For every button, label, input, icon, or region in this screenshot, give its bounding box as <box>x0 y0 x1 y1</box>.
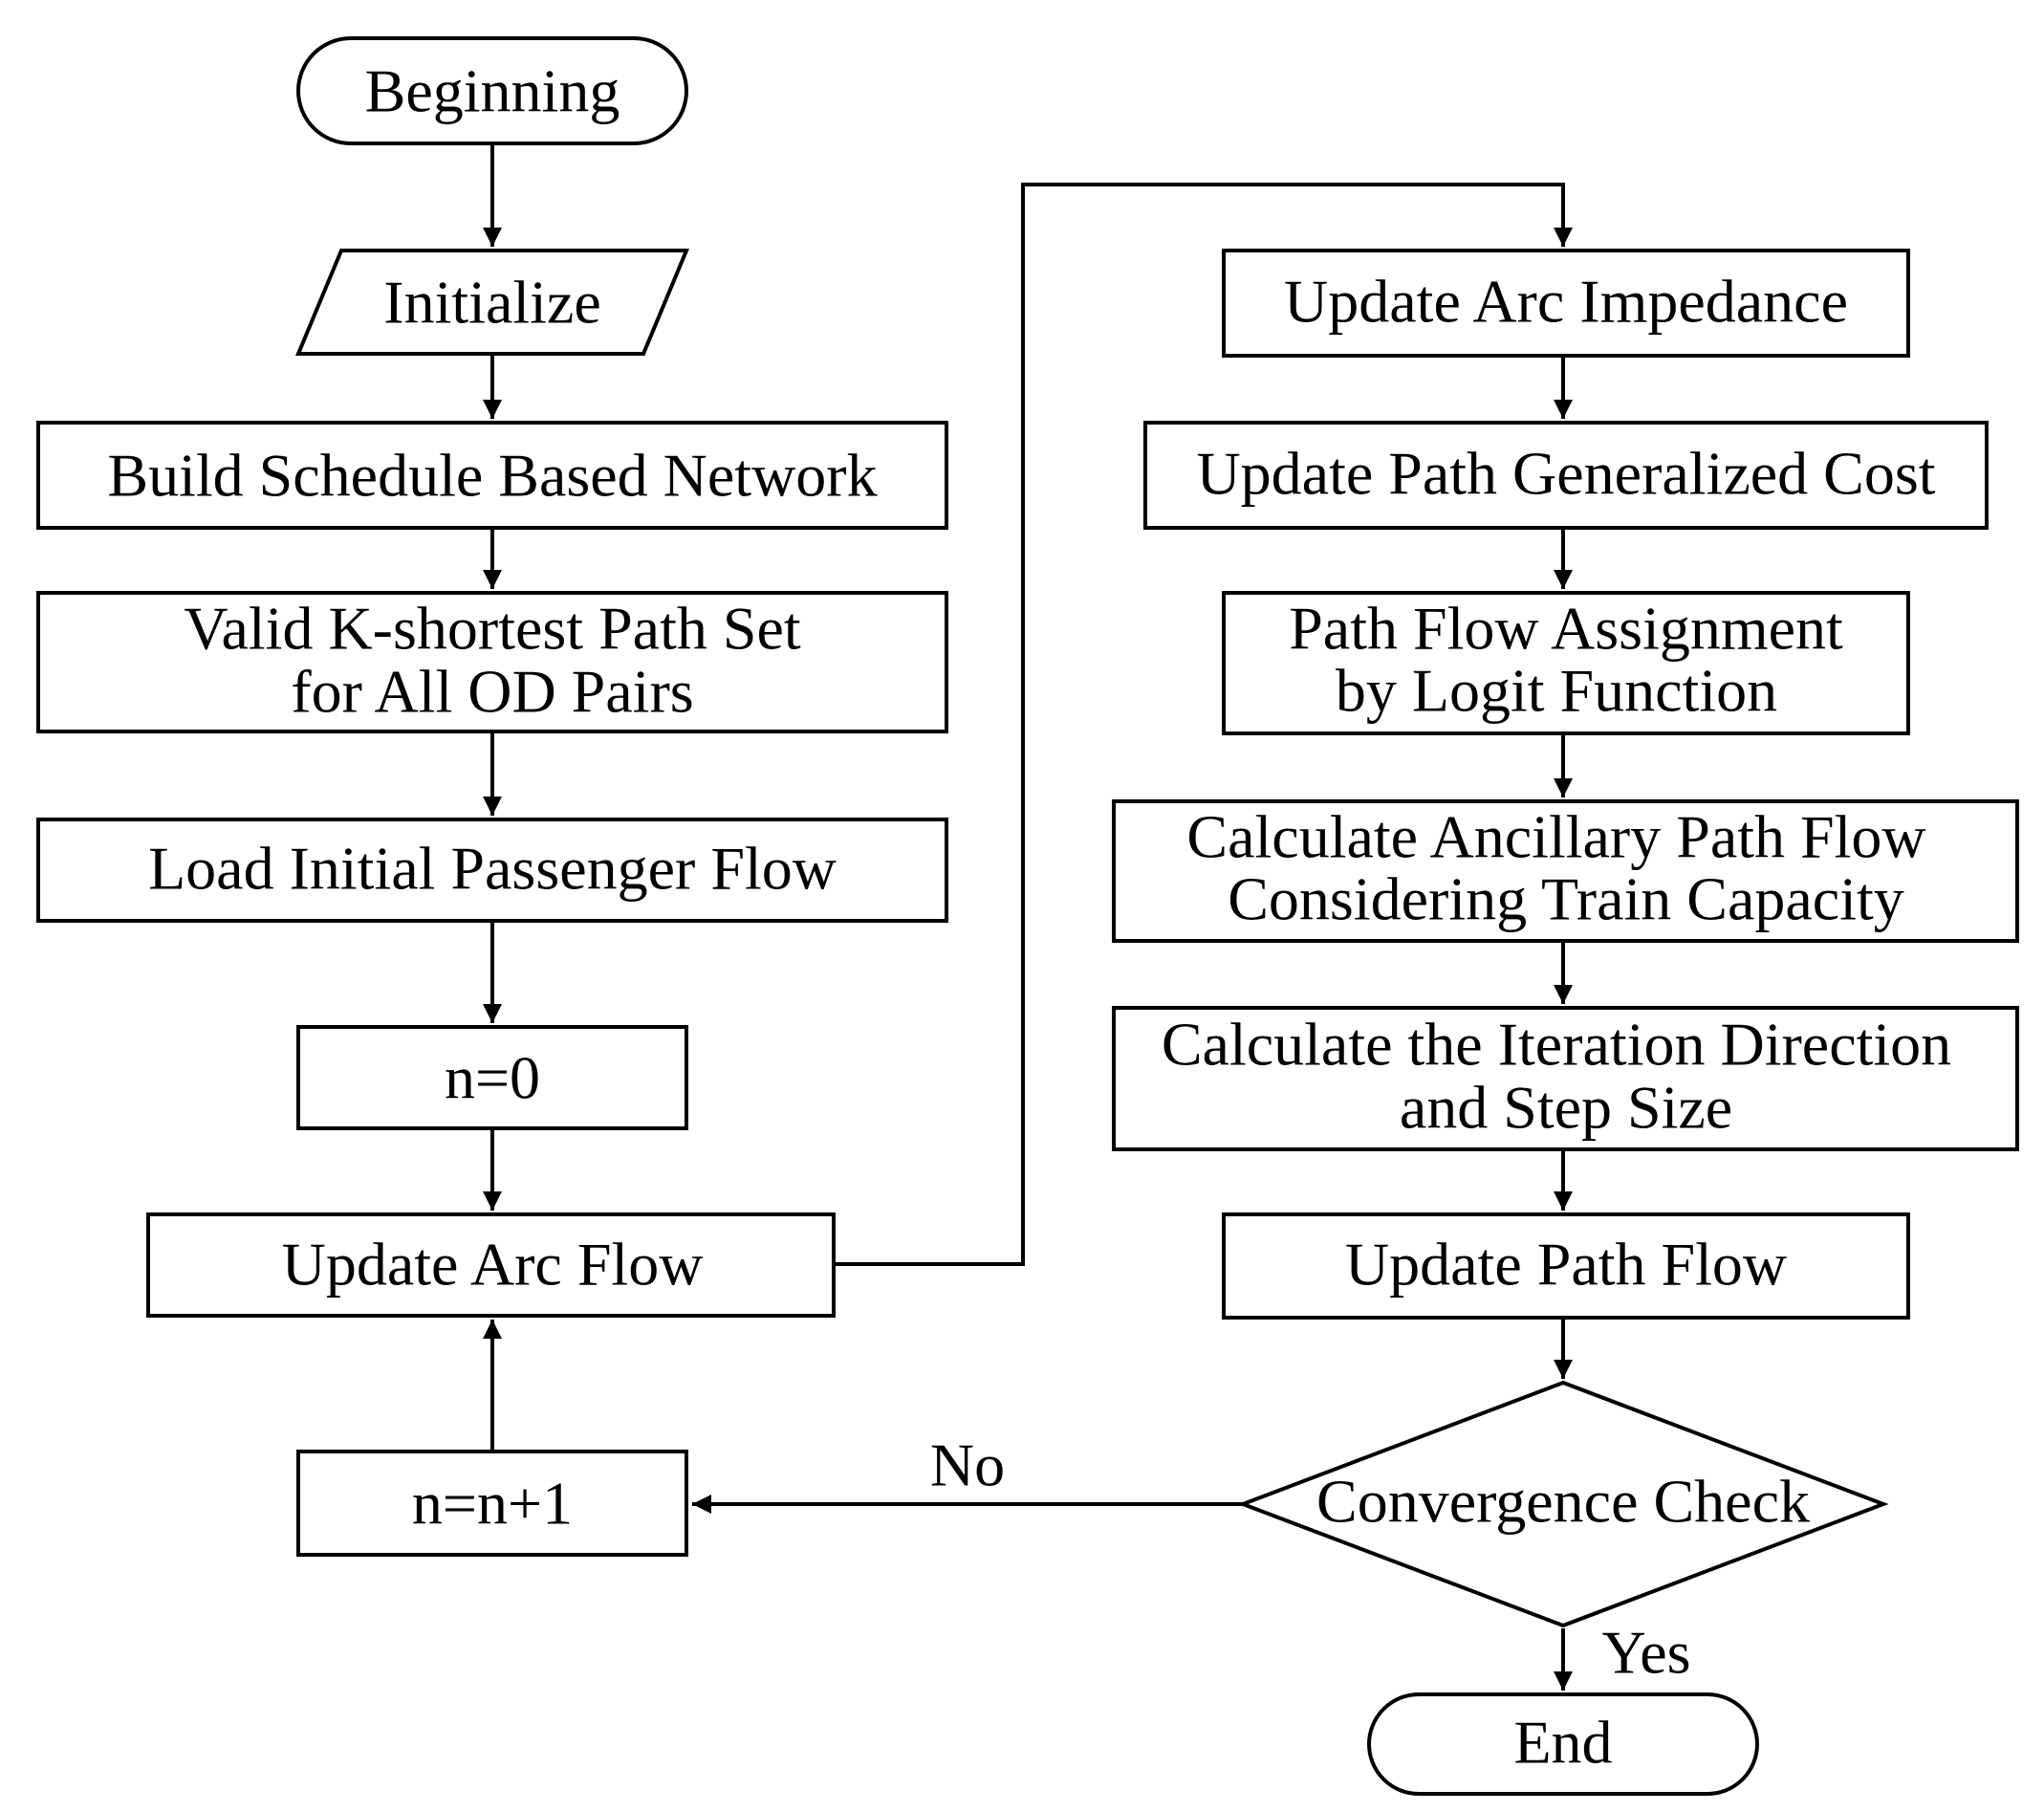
node-update-arc-flow: Update Arc Flow <box>146 1212 836 1318</box>
node-convergence-check: Convergence Check <box>1237 1380 1889 1628</box>
convergence-check-label: Convergence Check <box>1316 1468 1810 1536</box>
node-load-flow: Load Initial Passenger Flow <box>36 818 948 923</box>
node-ancillary-flow: Calculate Ancillary Path Flow Considerin… <box>1112 799 2019 943</box>
node-update-path-flow: Update Path Flow <box>1222 1212 1910 1320</box>
beginning-label: Beginning <box>365 57 620 125</box>
node-logit-assignment: Path Flow Assignment by Logit Function <box>1222 591 1910 735</box>
logit-assignment-label-line1: Path Flow Assignment <box>1289 595 1843 663</box>
load-flow-label: Load Initial Passenger Flow <box>148 835 837 903</box>
node-update-path-cost: Update Path Generalized Cost <box>1143 421 1989 530</box>
ancillary-flow-label-line1: Calculate Ancillary Path Flow <box>1186 803 1925 871</box>
logit-assignment-label-line2: by Logit Function <box>1336 657 1777 725</box>
node-update-arc-impedance: Update Arc Impedance <box>1222 249 1910 358</box>
edge-label-no: No <box>930 1431 1005 1499</box>
update-path-cost-label: Update Path Generalized Cost <box>1196 440 1935 508</box>
node-build-network: Build Schedule Based Network <box>36 421 948 530</box>
node-beginning: Beginning <box>296 36 688 145</box>
edge-arcflow-impedance <box>834 183 1573 1266</box>
connectors <box>483 143 1573 1691</box>
update-arc-impedance-label: Update Arc Impedance <box>1284 268 1848 336</box>
node-n-increment: n=n+1 <box>296 1450 688 1557</box>
iteration-direction-label-line1: Calculate the Iteration Direction <box>1162 1011 1951 1079</box>
n-zero-label: n=0 <box>445 1044 540 1112</box>
node-n-zero: n=0 <box>296 1025 688 1130</box>
end-label: End <box>1513 1709 1612 1777</box>
build-network-label: Build Schedule Based Network <box>107 442 877 510</box>
node-k-shortest: Valid K-shortest Path Set for All OD Pai… <box>36 591 948 733</box>
node-iteration-direction: Calculate the Iteration Direction and St… <box>1112 1006 2019 1151</box>
update-arc-flow-label: Update Arc Flow <box>282 1231 704 1299</box>
node-initialize: Initialize <box>295 249 689 356</box>
k-shortest-label-line1: Valid K-shortest Path Set <box>184 595 801 663</box>
k-shortest-label-line2: for All OD Pairs <box>291 658 693 726</box>
edge-label-yes: Yes <box>1601 1619 1690 1687</box>
update-path-flow-label: Update Path Flow <box>1345 1231 1787 1299</box>
iteration-direction-label-line2: and Step Size <box>1400 1074 1732 1142</box>
n-increment-label: n=n+1 <box>412 1470 573 1538</box>
node-end: End <box>1367 1692 1759 1796</box>
ancillary-flow-label-line2: Considering Train Capacity <box>1228 865 1904 933</box>
initialize-label: Initialize <box>383 269 600 337</box>
